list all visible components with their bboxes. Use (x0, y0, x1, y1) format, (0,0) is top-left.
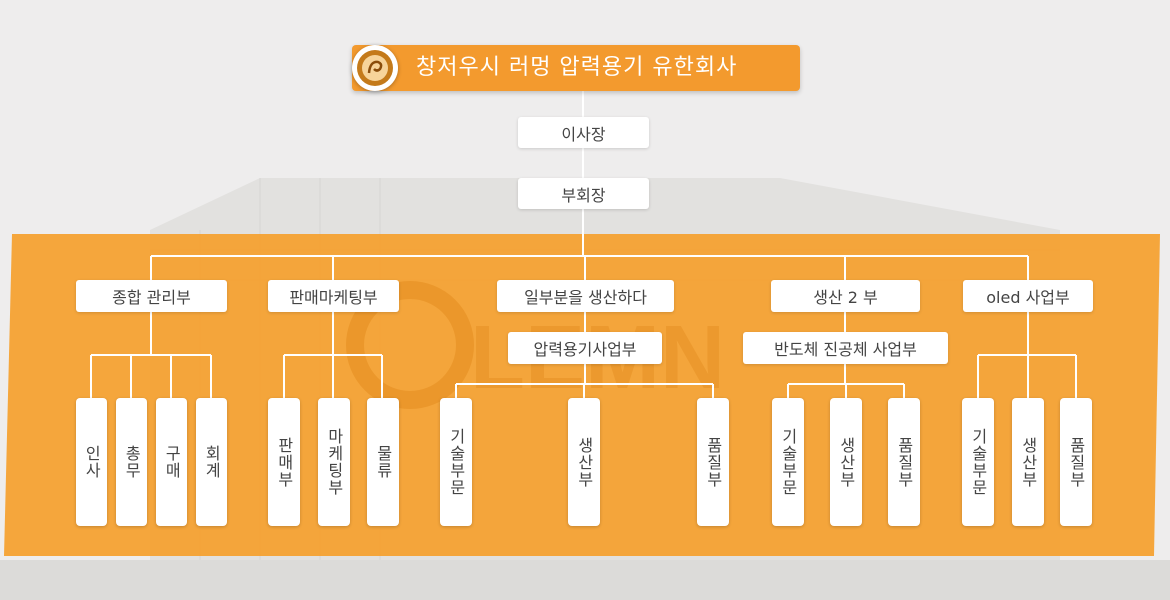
unit-label: 마케팅부 (325, 428, 343, 496)
dept-label: 판매마케팅부 (289, 284, 377, 308)
unit-box: 회계 (196, 398, 227, 526)
vice-chairman-box: 부회장 (518, 178, 649, 209)
unit-label: 기술부문 (447, 428, 465, 496)
unit-box: 품질부 (697, 398, 729, 526)
unit-label: 총무 (123, 445, 141, 479)
unit-box: 판매부 (268, 398, 300, 526)
unit-box: 기술부문 (440, 398, 472, 526)
dept-production-1: 일부분을 생산하다 (497, 280, 674, 312)
subdept-label: 반도체 진공체 사업부 (774, 336, 917, 360)
unit-box: 품질부 (888, 398, 920, 526)
unit-label: 회계 (203, 445, 221, 479)
unit-label: 구매 (163, 445, 181, 479)
unit-box: 인사 (76, 398, 107, 526)
unit-label: 기술부문 (969, 428, 987, 496)
company-logo (352, 45, 398, 91)
unit-box: 기술부문 (962, 398, 994, 526)
unit-label: 품질부 (895, 437, 913, 488)
unit-box: 생산부 (1012, 398, 1044, 526)
logo-icon (352, 45, 398, 91)
unit-box: 구매 (156, 398, 187, 526)
company-name: 창저우시 러멍 압력용기 유한회사 (416, 45, 737, 91)
dept-sales-marketing: 판매마케팅부 (268, 280, 399, 312)
unit-box: 물류 (367, 398, 399, 526)
dept-label: 생산 2 부 (813, 284, 878, 308)
unit-label: 물류 (374, 445, 392, 479)
unit-box: 총무 (116, 398, 147, 526)
unit-label: 생산부 (837, 437, 855, 488)
subdept-semiconductor-vacuum: 반도체 진공체 사업부 (743, 332, 948, 364)
company-title-banner: 창저우시 러멍 압력용기 유한회사 (352, 45, 800, 91)
chairman-box: 이사장 (518, 117, 649, 148)
dept-label: oled 사업부 (986, 284, 1069, 308)
subdept-label: 압력용기사업부 (533, 336, 636, 360)
unit-box: 생산부 (830, 398, 862, 526)
dept-label: 일부분을 생산하다 (524, 284, 647, 308)
unit-label: 기술부문 (779, 428, 797, 496)
unit-box: 기술부문 (772, 398, 804, 526)
unit-box: 생산부 (568, 398, 600, 526)
unit-label: 생산부 (1019, 437, 1037, 488)
unit-box: 품질부 (1060, 398, 1092, 526)
unit-label: 인사 (83, 445, 101, 479)
unit-label: 생산부 (575, 437, 593, 488)
dept-general-management: 종합 관리부 (76, 280, 227, 312)
dept-production-2: 생산 2 부 (771, 280, 920, 312)
chairman-label: 이사장 (561, 121, 605, 145)
subdept-pressure-vessel: 압력용기사업부 (508, 332, 662, 364)
unit-label: 판매부 (275, 437, 293, 488)
vice-chairman-label: 부회장 (561, 182, 605, 206)
unit-box: 마케팅부 (318, 398, 350, 526)
dept-oled: oled 사업부 (963, 280, 1093, 312)
unit-label: 품질부 (704, 437, 722, 488)
dept-label: 종합 관리부 (112, 284, 191, 308)
unit-label: 품질부 (1067, 437, 1085, 488)
